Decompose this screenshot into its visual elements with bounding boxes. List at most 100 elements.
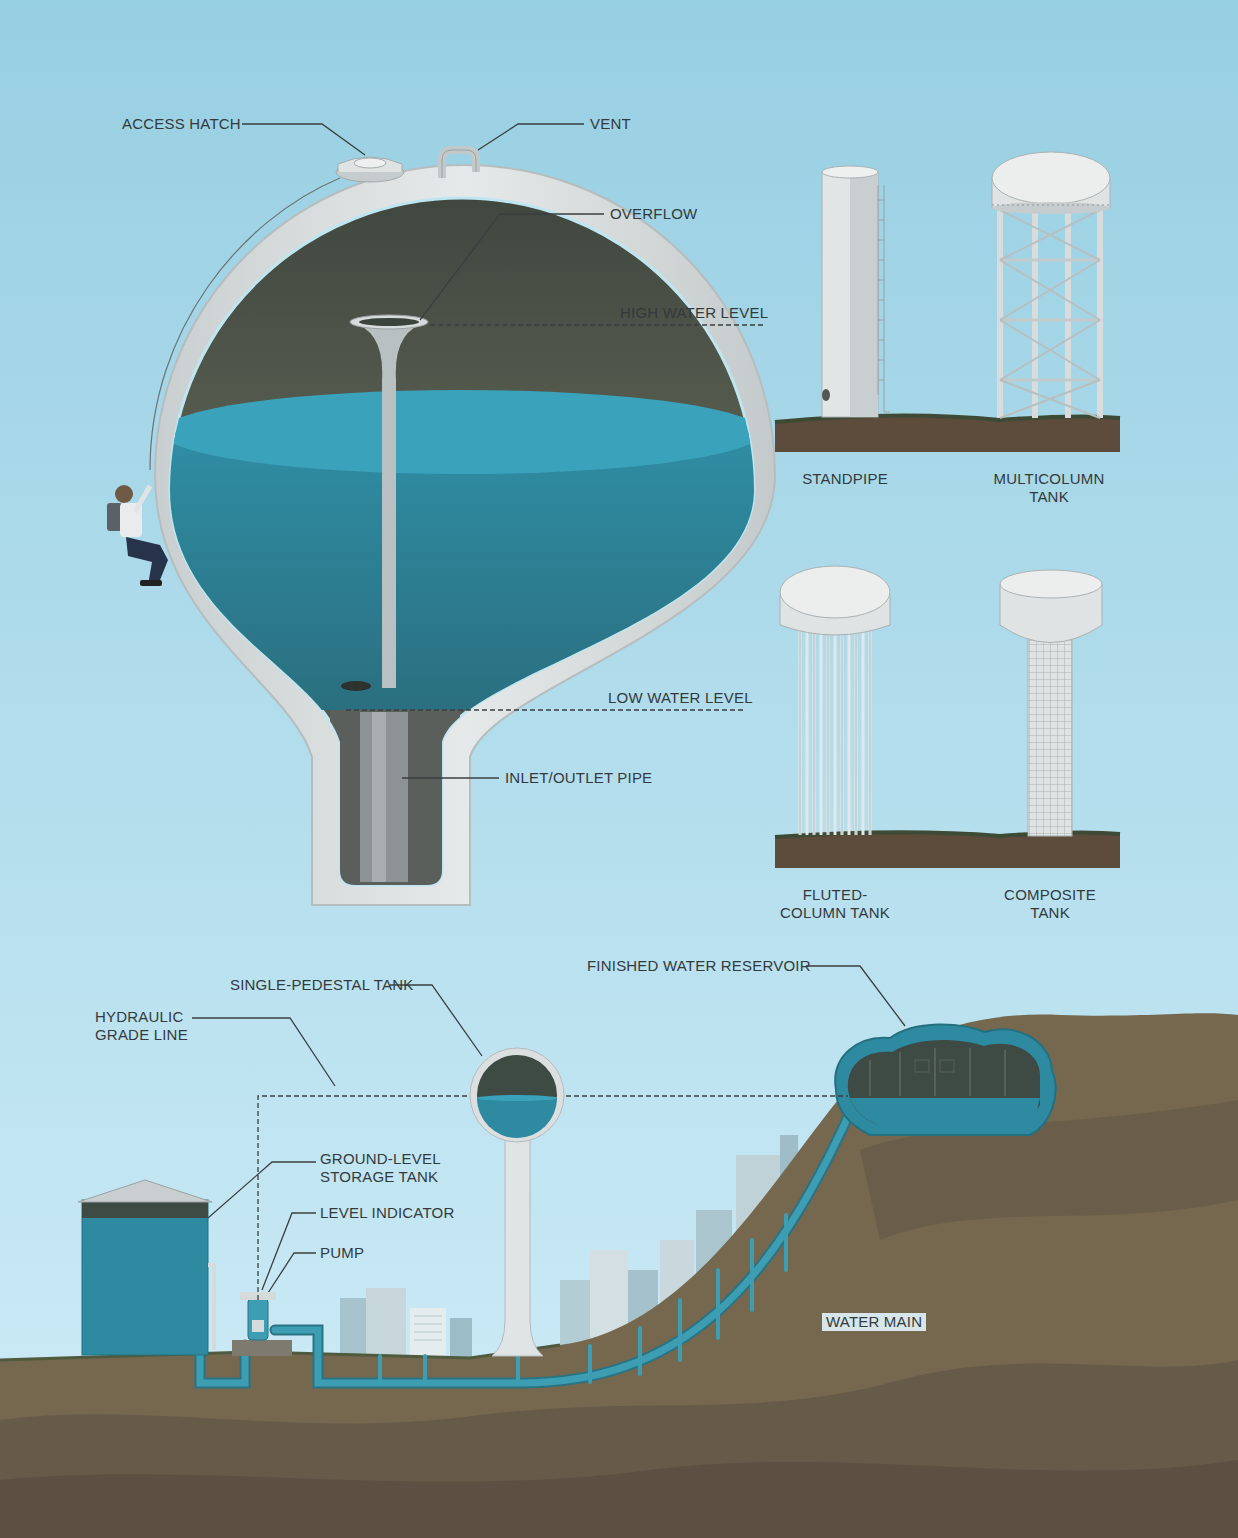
worker-figure-part (115, 485, 133, 503)
hydraulic-grade-line-part (258, 1096, 468, 1300)
part-label: FLUTED-COLUMN TANK (770, 886, 900, 922)
single-pedestal-tank (470, 1048, 564, 1356)
leader-lines-part (390, 985, 482, 1056)
cutaway-tank-part (442, 150, 476, 178)
ground-storage-and-pump (78, 1180, 292, 1356)
cutaway-tank-part-part (330, 710, 460, 890)
finished-water-reservoir-part (940, 1060, 954, 1072)
fluted-and-composite-part (800, 630, 870, 835)
cutaway-tank-part (359, 318, 419, 326)
finished-water-reservoir-part (850, 1098, 1040, 1125)
standpipe-and-multicolumn-part (992, 202, 1110, 214)
worker-figure-part (135, 486, 150, 512)
part-label: SINGLE-PEDESTAL TANK (230, 976, 414, 994)
standpipe-and-multicolumn-part (822, 389, 830, 401)
cutaway-tank-part (155, 165, 775, 905)
ground-storage-and-pump-part (252, 1320, 264, 1332)
cutaway-tank-part-part (372, 712, 386, 882)
standpipe-and-multicolumn (775, 152, 1120, 452)
ground-storage-and-pump-part (82, 1200, 208, 1355)
worker-figure-part (107, 503, 122, 531)
standpipe-and-multicolumn-part (992, 205, 1110, 206)
part-label: MULTICOLUMN TANK (985, 470, 1113, 506)
leader-lines-part (402, 777, 499, 778)
standpipe-and-multicolumn-part (992, 152, 1110, 204)
cutaway-tank-part (350, 322, 428, 688)
city-skyline-part (560, 1280, 590, 1350)
part-label: HYDRAULIC GRADE LINE (95, 1008, 195, 1044)
standpipe-and-multicolumn-part (1000, 205, 1100, 418)
water-main-part (275, 1108, 852, 1383)
hill-ground (0, 1013, 1238, 1538)
finished-water-reservoir (835, 1024, 1055, 1135)
part-label: OVERFLOW (610, 205, 697, 223)
water-main (200, 1108, 852, 1383)
standpipe-and-multicolumn-part (878, 185, 884, 395)
ground-storage-and-pump-part (78, 1180, 212, 1202)
worker-figure-part (140, 580, 162, 586)
ground-storage-and-pump-part (82, 1200, 208, 1218)
water-main-part (275, 1108, 852, 1383)
standpipe-and-multicolumn-part (1000, 260, 1100, 380)
water-main-part (380, 1215, 786, 1383)
finished-water-reservoir-part (870, 1048, 1005, 1096)
fluted-and-composite-part (780, 566, 890, 618)
standpipe-and-multicolumn-part (1000, 210, 1100, 418)
hill-ground-part (0, 1013, 1238, 1538)
part-label: GROUND-LEVEL STORAGE TANK (320, 1150, 445, 1186)
worker-figure-part (126, 537, 168, 585)
cutaway-tank-part (341, 681, 371, 691)
leader-lines (192, 124, 905, 1322)
single-pedestal-tank-part (477, 1095, 557, 1101)
ground-storage-and-pump-part (232, 1340, 292, 1356)
worker-figure (107, 485, 168, 586)
cutaway-tank-part (442, 150, 476, 178)
cutaway-tank-part (354, 158, 386, 168)
standpipe-and-multicolumn-part (884, 395, 890, 412)
cutaway-tank-part (150, 178, 340, 470)
part-label: STANDPIPE (790, 470, 900, 488)
part-label: HIGH WATER LEVEL (620, 304, 768, 322)
city-skyline-part (366, 1288, 406, 1358)
single-pedestal-tank-part (492, 1140, 543, 1356)
city-skyline-part (450, 1318, 472, 1358)
leader-lines-part (192, 1018, 335, 1086)
fluted-and-composite-part (1028, 640, 1072, 836)
leader-lines-part (192, 1162, 316, 1232)
hydraulic-grade-line (258, 1096, 848, 1300)
leader-lines-part (262, 1213, 316, 1290)
standpipe-and-multicolumn-part (775, 415, 1120, 452)
cutaway-tank (150, 150, 775, 905)
standpipe-and-multicolumn-part (822, 172, 878, 417)
part-label: VENT (590, 115, 631, 133)
city-skyline-part (410, 1308, 446, 1358)
leader-lines-part (266, 1253, 316, 1296)
part-label: INLET/OUTLET PIPE (505, 769, 652, 787)
leader-lines-part (430, 324, 765, 325)
finished-water-reservoir-part (915, 1060, 929, 1072)
standpipe-and-multicolumn-part (822, 166, 878, 178)
cutaway-tank-part (338, 157, 402, 172)
part-label: LOW WATER LEVEL (608, 689, 753, 707)
city-skyline-part (340, 1298, 368, 1358)
fluted-and-composite (775, 566, 1120, 868)
cutaway-tank-part (160, 390, 770, 890)
single-pedestal-tank-part (470, 1048, 564, 1142)
leader-lines-part (806, 966, 905, 1026)
hill-ground-part (0, 1360, 1238, 1538)
leader-lines-part (346, 709, 745, 710)
part-label: LEVEL INDICATOR (320, 1204, 454, 1222)
cutaway-tank-part (350, 315, 428, 329)
single-pedestal-tank-part (477, 1098, 557, 1138)
finished-water-reservoir-part (848, 1040, 1040, 1125)
part-label: WATER MAIN (822, 1313, 926, 1331)
fluted-and-composite-part (1000, 570, 1102, 598)
leader-lines-part (478, 124, 584, 150)
city-skyline-part (414, 1316, 442, 1340)
leader-lines-part (242, 124, 365, 155)
hill-ground-part (0, 1460, 1238, 1538)
part-label: ACCESS HATCH (122, 115, 241, 133)
